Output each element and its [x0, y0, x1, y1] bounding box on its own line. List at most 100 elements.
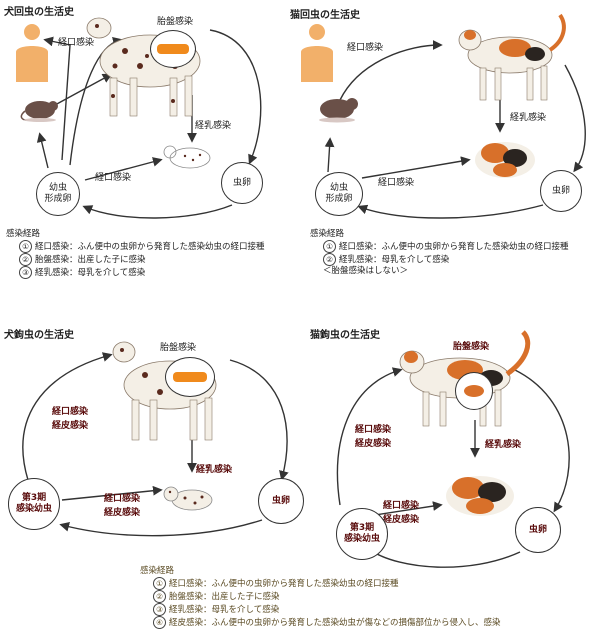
- label-p2-oral-top: 経口感染: [347, 43, 384, 53]
- note-text: 経乳感染：母乳を介して感染: [339, 254, 450, 265]
- dalmatian-dog-image: [86, 17, 201, 117]
- larva-icon: [157, 44, 189, 54]
- puppy-image: [163, 145, 211, 169]
- notes-p2-extra: ＜胎盤感染はしない＞: [323, 265, 409, 276]
- notes-p1-title: 感染経路: [6, 229, 41, 239]
- label-p4-placental: 胎盤感染: [453, 342, 490, 352]
- rat-icon: [20, 101, 58, 122]
- arc-p2-egg-to-larva: [357, 204, 544, 219]
- label-p4-milk: 経乳感染: [485, 440, 522, 450]
- arc-p3-egg-to-larva: [59, 519, 263, 537]
- kittens-image: [446, 476, 514, 516]
- arc-p1-egg-to-larva: [82, 204, 233, 219]
- calico-cat-image: [458, 13, 566, 101]
- note-num: ①: [323, 239, 336, 253]
- arc-p3-oral-to-puppy: [61, 485, 163, 501]
- human-icon: [301, 24, 333, 82]
- notes-hookworm-title: 感染経路: [140, 566, 175, 576]
- note-text: 経口感染：ふん便中の虫卵から発育した感染幼虫の経口接種: [169, 578, 399, 589]
- label-p3-oral-left: 経口感染: [52, 407, 89, 417]
- arc-p1-oral-to-puppy: [84, 157, 163, 181]
- note-text: 胎盤感染：出産した子に感染: [169, 591, 280, 602]
- node-p1-egg: 虫卵: [221, 162, 263, 204]
- note-num: ①: [19, 239, 32, 253]
- node-p3-larva: 第3期感染幼虫: [8, 478, 60, 530]
- note-text: 経乳感染：母乳を介して感染: [169, 604, 280, 615]
- arc-p4-egg-to-larva: [367, 548, 521, 568]
- label-p3-milk: 経乳感染: [196, 465, 233, 475]
- label-p3-oral-bottom: 経口感染: [104, 494, 141, 504]
- panel-dog-hookworm-title: 犬鉤虫の生活史: [4, 330, 74, 341]
- note-text: 経乳感染：母乳を介して感染: [35, 267, 146, 278]
- arc-p1-dog-to-egg: [209, 29, 262, 165]
- label-p4-oral-left: 経口感染: [355, 425, 392, 435]
- larva-icon: [173, 372, 207, 382]
- arc-p1-larva-to-human: [43, 36, 71, 161]
- arc-p4-larva-to-cat: [336, 367, 403, 506]
- label-p2-milk: 経乳感染: [510, 113, 547, 123]
- human-icon: [16, 24, 48, 82]
- arc-p1-rat-to-dog: [54, 73, 113, 106]
- panel-cat-roundworm-title: 猫回虫の生活史: [290, 10, 360, 21]
- arc-p2-oral-to-kittens: [361, 156, 471, 179]
- note-num: ②: [19, 252, 32, 266]
- label-p3-skin-bottom: 経皮感染: [104, 508, 141, 518]
- note-num: ④: [153, 615, 166, 629]
- note-num: ③: [19, 265, 32, 279]
- label-p4-skin-left: 経皮感染: [355, 439, 392, 449]
- node-p2-larva: 幼虫形成卵: [315, 172, 363, 216]
- node-p2-egg: 虫卵: [540, 170, 582, 212]
- node-p3-egg: 虫卵: [258, 478, 304, 524]
- arc-p4-oral-to-kittens: [374, 501, 443, 516]
- node-p1-larva: 幼虫形成卵: [36, 172, 80, 216]
- placenta-inset: [165, 357, 215, 397]
- arc-p3-larva-to-dog: [22, 352, 113, 481]
- arc-p2-cat-to-egg: [564, 64, 586, 173]
- note-num: ③: [153, 602, 166, 616]
- label-p4-oral-bottom: 経口感染: [383, 501, 420, 511]
- note-num: ①: [153, 576, 166, 590]
- panel-dog-roundworm-title: 犬回虫の生活史: [4, 7, 74, 18]
- placenta-inset: [455, 372, 493, 410]
- notes-p2-title: 感染経路: [310, 229, 345, 239]
- node-p4-larva: 第3期感染幼虫: [336, 508, 388, 560]
- label-p3-placental: 胎盤感染: [160, 343, 197, 353]
- node-p4-egg: 虫卵: [515, 507, 561, 553]
- arc-p1-larva-to-rat: [36, 132, 49, 169]
- label-p2-oral-bottom: 経口感染: [378, 178, 415, 188]
- kittens-image: [475, 142, 535, 178]
- label-p1-oral-bottom: 経口感染: [95, 173, 132, 183]
- arc-p4-cat-to-egg: [514, 369, 570, 513]
- label-p4-skin-bottom: 経皮感染: [383, 515, 420, 525]
- label-p1-placental: 胎盤感染: [157, 17, 194, 27]
- label-p1-milk: 経乳感染: [195, 121, 232, 131]
- placenta-inset: [150, 30, 196, 68]
- panel-cat-hookworm-title: 猫鉤虫の生活史: [310, 330, 380, 341]
- puppy-image: [163, 486, 213, 511]
- larva-icon: [464, 385, 484, 397]
- note-num: ②: [153, 589, 166, 603]
- note-text: 経口感染：ふん便中の虫卵から発育した感染幼虫の経口接種: [339, 241, 569, 252]
- arc-p2-larva-to-cat: [339, 40, 443, 101]
- arc-p3-dog-to-egg: [229, 359, 289, 481]
- rat-icon: [319, 98, 358, 123]
- arc-p2-larva-to-rat: [324, 137, 335, 173]
- note-text: 経口感染：ふん便中の虫卵から発育した感染幼虫の経口接種: [35, 241, 265, 252]
- label-p1-oral-top: 経口感染: [58, 38, 95, 48]
- note-text: 胎盤感染：出産した子に感染: [35, 254, 146, 265]
- note-num: ②: [323, 252, 336, 266]
